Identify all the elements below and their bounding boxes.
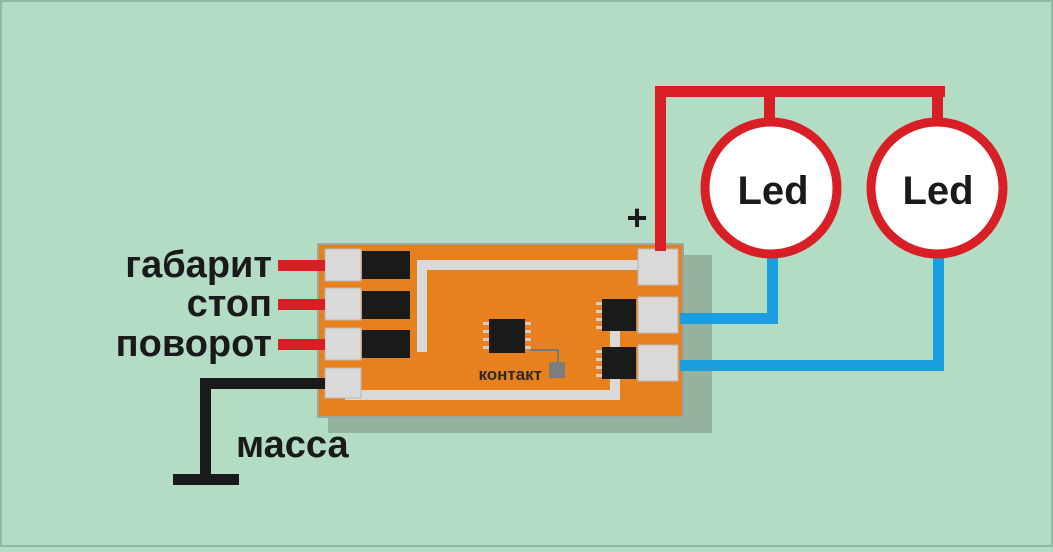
pad-led1 <box>637 296 679 334</box>
diode-1 <box>362 251 410 279</box>
trace-bottom <box>345 312 620 400</box>
led-1 <box>700 117 842 259</box>
wire-led2-h <box>680 360 944 371</box>
kontakt-label: контакт <box>478 365 542 384</box>
trace-top <box>417 260 640 352</box>
gabarit-label: габарит <box>125 244 272 286</box>
povorot-label: поворот <box>116 323 272 365</box>
pad-led2 <box>637 344 679 382</box>
positive-wire <box>655 86 945 251</box>
diodes <box>362 251 410 358</box>
led-1-label: Led <box>737 169 808 213</box>
pad-stop <box>324 287 362 321</box>
pad-povorot <box>324 327 362 361</box>
pad-plus <box>637 248 679 286</box>
negative-wires <box>680 252 944 371</box>
diode-2 <box>362 291 410 319</box>
ground-wire <box>173 378 325 485</box>
wire-gabarit <box>278 260 325 271</box>
chip-body <box>489 319 525 353</box>
center-chip <box>483 319 531 353</box>
massa-label: масса <box>236 424 349 466</box>
input-wires <box>278 260 325 350</box>
led-2 <box>866 117 1008 259</box>
contact-pad <box>549 362 565 378</box>
wire-led1-h <box>680 313 778 324</box>
left-pads <box>324 248 362 399</box>
plus-label: + <box>626 197 647 238</box>
right-pads <box>637 248 679 382</box>
stop-label: стоп <box>187 283 272 325</box>
led-2-label: Led <box>902 169 973 213</box>
pad-massa <box>324 367 362 399</box>
wire-led2-v <box>933 252 944 371</box>
right-chip-1 <box>596 299 636 331</box>
diode-3 <box>362 330 410 358</box>
wire-povorot <box>278 339 325 350</box>
pad-gabarit <box>324 248 362 282</box>
right-chip-2 <box>596 347 636 379</box>
wire-stop <box>278 299 325 310</box>
wire-led1-v <box>767 252 778 324</box>
